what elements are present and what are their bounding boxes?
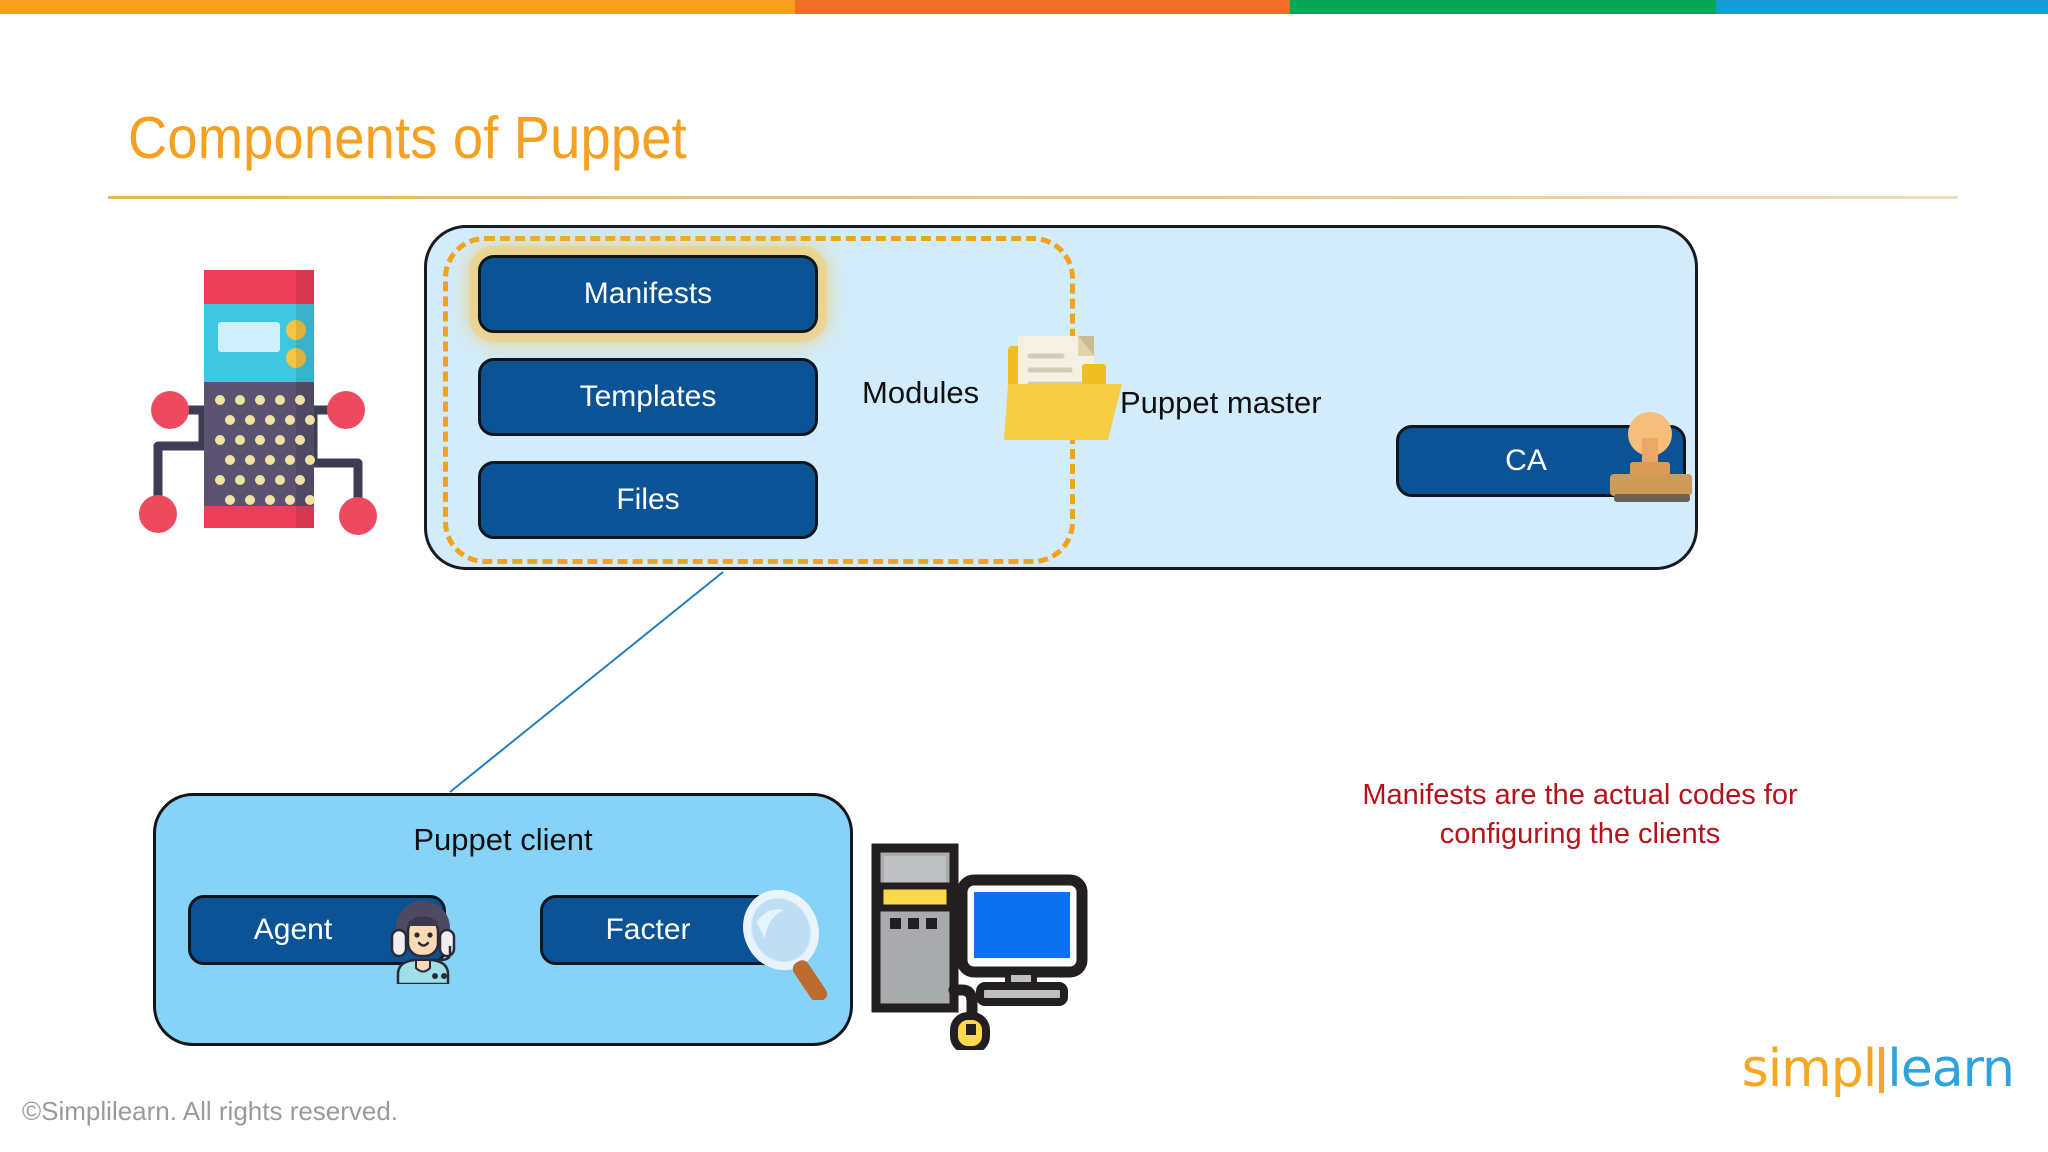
puppet-client-title: Puppet client (413, 822, 593, 857)
copyright-text: ©Simplilearn. All rights reserved. (22, 1096, 399, 1126)
folder-with-document-icon (1004, 336, 1122, 440)
templates-label: Templates (579, 380, 717, 413)
title-underline-rule (108, 196, 1958, 199)
topbar-segment-amber (0, 0, 795, 14)
topbar-segment-blue (1716, 0, 2048, 14)
modules-label: Modules (862, 375, 980, 410)
logo-text-simpl: simpl (1741, 1039, 1878, 1099)
manifests-box[interactable]: Manifests (478, 255, 818, 333)
files-box[interactable]: Files (478, 461, 818, 539)
logo-divider-bar (1879, 1047, 1885, 1093)
note-line-1: Manifests are the actual codes for (1362, 779, 1798, 811)
support-agent-avatar-icon (390, 901, 456, 984)
agent-label: Agent (253, 913, 333, 946)
note-line-2: configuring the clients (1439, 818, 1721, 850)
templates-box[interactable]: Templates (478, 358, 818, 436)
logo-text-learn: learn (1887, 1039, 2015, 1099)
desktop-computer-icon (871, 843, 1088, 1050)
manifests-note: Manifests are the actual codes for confi… (1330, 776, 1830, 854)
topbar-segment-green (1290, 0, 1717, 14)
server-rack-icon (139, 270, 377, 535)
manifests-label: Manifests (583, 277, 713, 310)
files-label: Files (616, 483, 680, 516)
page-title: Components of Puppet (128, 105, 687, 171)
topbar-segment-orange (794, 0, 1291, 14)
puppet-master-label: Puppet master (1120, 385, 1322, 420)
top-color-bar (0, 0, 2048, 14)
magnifying-glass-icon (743, 890, 828, 1000)
facter-label: Facter (605, 913, 691, 946)
ca-label: CA (1505, 444, 1547, 477)
rubber-stamp-icon (1610, 412, 1692, 502)
